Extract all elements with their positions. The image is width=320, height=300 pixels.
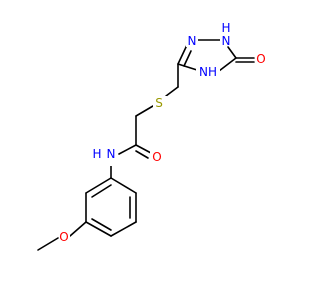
triazole-n2-label: N [188, 34, 197, 48]
triazole-n1-hydrogen-label: H [221, 21, 230, 35]
bond-o-ring [69, 221, 87, 237]
bond-ring-b [85, 177, 112, 194]
amide-hydrogen-label: H [92, 147, 101, 161]
bond-ring-f [85, 221, 112, 237]
bond-s-ch2 [165, 86, 179, 97]
bond-triazole-c3-n2 [177, 44, 188, 65]
label-mask [196, 64, 220, 78]
bond-ring-inner-3 [91, 218, 112, 231]
bond-triazole-n1-c5 [227, 46, 237, 59]
atom-label-layer: O N H O S N H N O NH [59, 21, 267, 244]
triazole-n1-label: N [222, 34, 231, 48]
label-mask [153, 96, 167, 110]
carbonyl-oxygen-label: O [152, 150, 161, 164]
bond-ring-inner-1 [91, 184, 112, 198]
bond-methyl-o [37, 237, 59, 251]
bond-triazole-c5-n4 [218, 57, 237, 72]
bond-n-carbonyl [118, 144, 137, 155]
bond-layer [37, 39, 255, 251]
triazole-oxygen-label: O [256, 52, 265, 66]
bond-ch2-s [135, 105, 154, 117]
label-mask [255, 52, 267, 66]
sulfur-label: S [155, 96, 163, 110]
bond-carbonyl-o-2 [135, 150, 149, 159]
bond-ring-c [110, 177, 137, 194]
label-mask [186, 33, 198, 47]
label-mask [104, 144, 118, 166]
label-mask [60, 230, 70, 243]
amide-nitrogen-label: N [107, 147, 116, 161]
bond-triazole-n4-c3 [177, 63, 198, 71]
bond-triazole-c3-n2-double [183, 50, 192, 67]
label-mask [150, 150, 162, 164]
label-mask [220, 24, 234, 46]
bond-carbonyl-o-1 [135, 144, 152, 154]
molecule-diagram: O N H O S N H N O NH [37, 21, 267, 251]
methoxy-oxygen-label: O [59, 230, 68, 244]
bond-ring-e [110, 221, 137, 237]
triazole-n4-label: NH [199, 65, 217, 79]
